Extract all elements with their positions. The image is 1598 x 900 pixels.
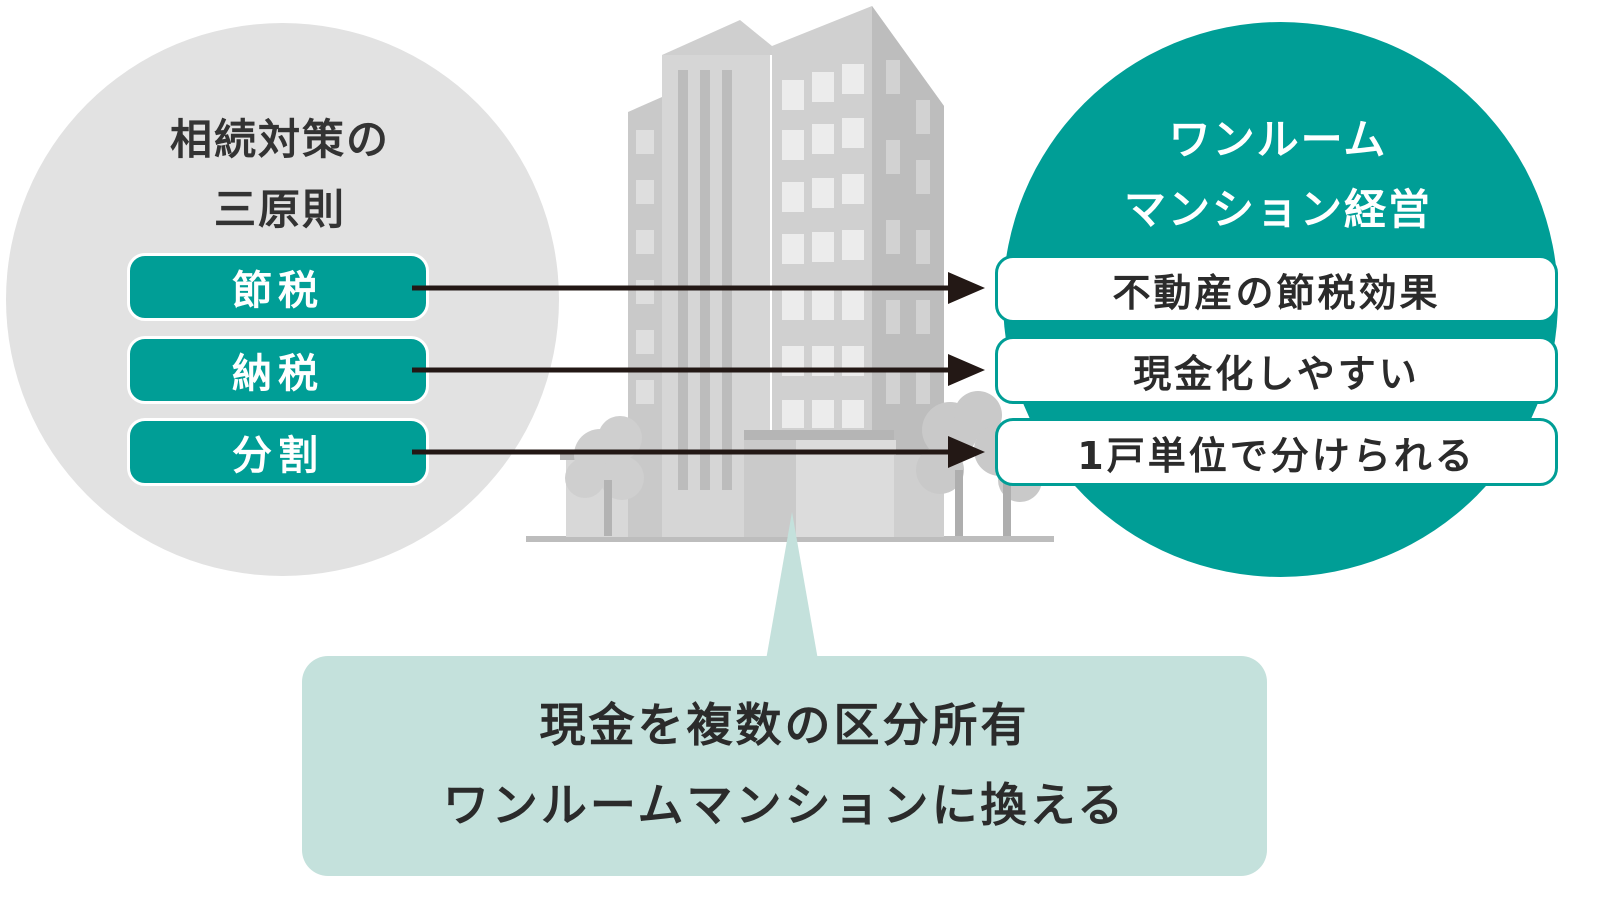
tree-icon [565,416,644,536]
arrow-head-icon [948,354,985,386]
callout-text: 現金を複数の区分所有 ワンルームマンションに換える [302,685,1267,845]
right-title-line2: マンション経営 [1123,185,1432,234]
benefit-box-division: 1戸単位で分けられる [995,418,1558,486]
right-title-line1: ワンルーム [1168,115,1388,164]
left-title: 相続対策の 三原則 [100,105,460,245]
arrow-head-icon [948,272,985,304]
callout-line2: ワンルームマンションに換える [442,778,1127,832]
right-title: ワンルーム マンション経営 [1038,105,1518,245]
arrow-head-icon [948,436,985,468]
callout-box [302,656,1267,876]
benefit-box-liquidity: 現金化しやすい [995,336,1558,404]
left-title-line1: 相続対策の [169,115,390,164]
principle-pill-bunkatsu: 分割 [127,418,429,486]
callout-line1: 現金を複数の区分所有 [539,698,1030,752]
benefit-box-tax: 不動産の節税効果 [995,255,1558,323]
principle-pill-nozei: 納税 [127,336,429,404]
left-title-line2: 三原則 [213,185,346,234]
